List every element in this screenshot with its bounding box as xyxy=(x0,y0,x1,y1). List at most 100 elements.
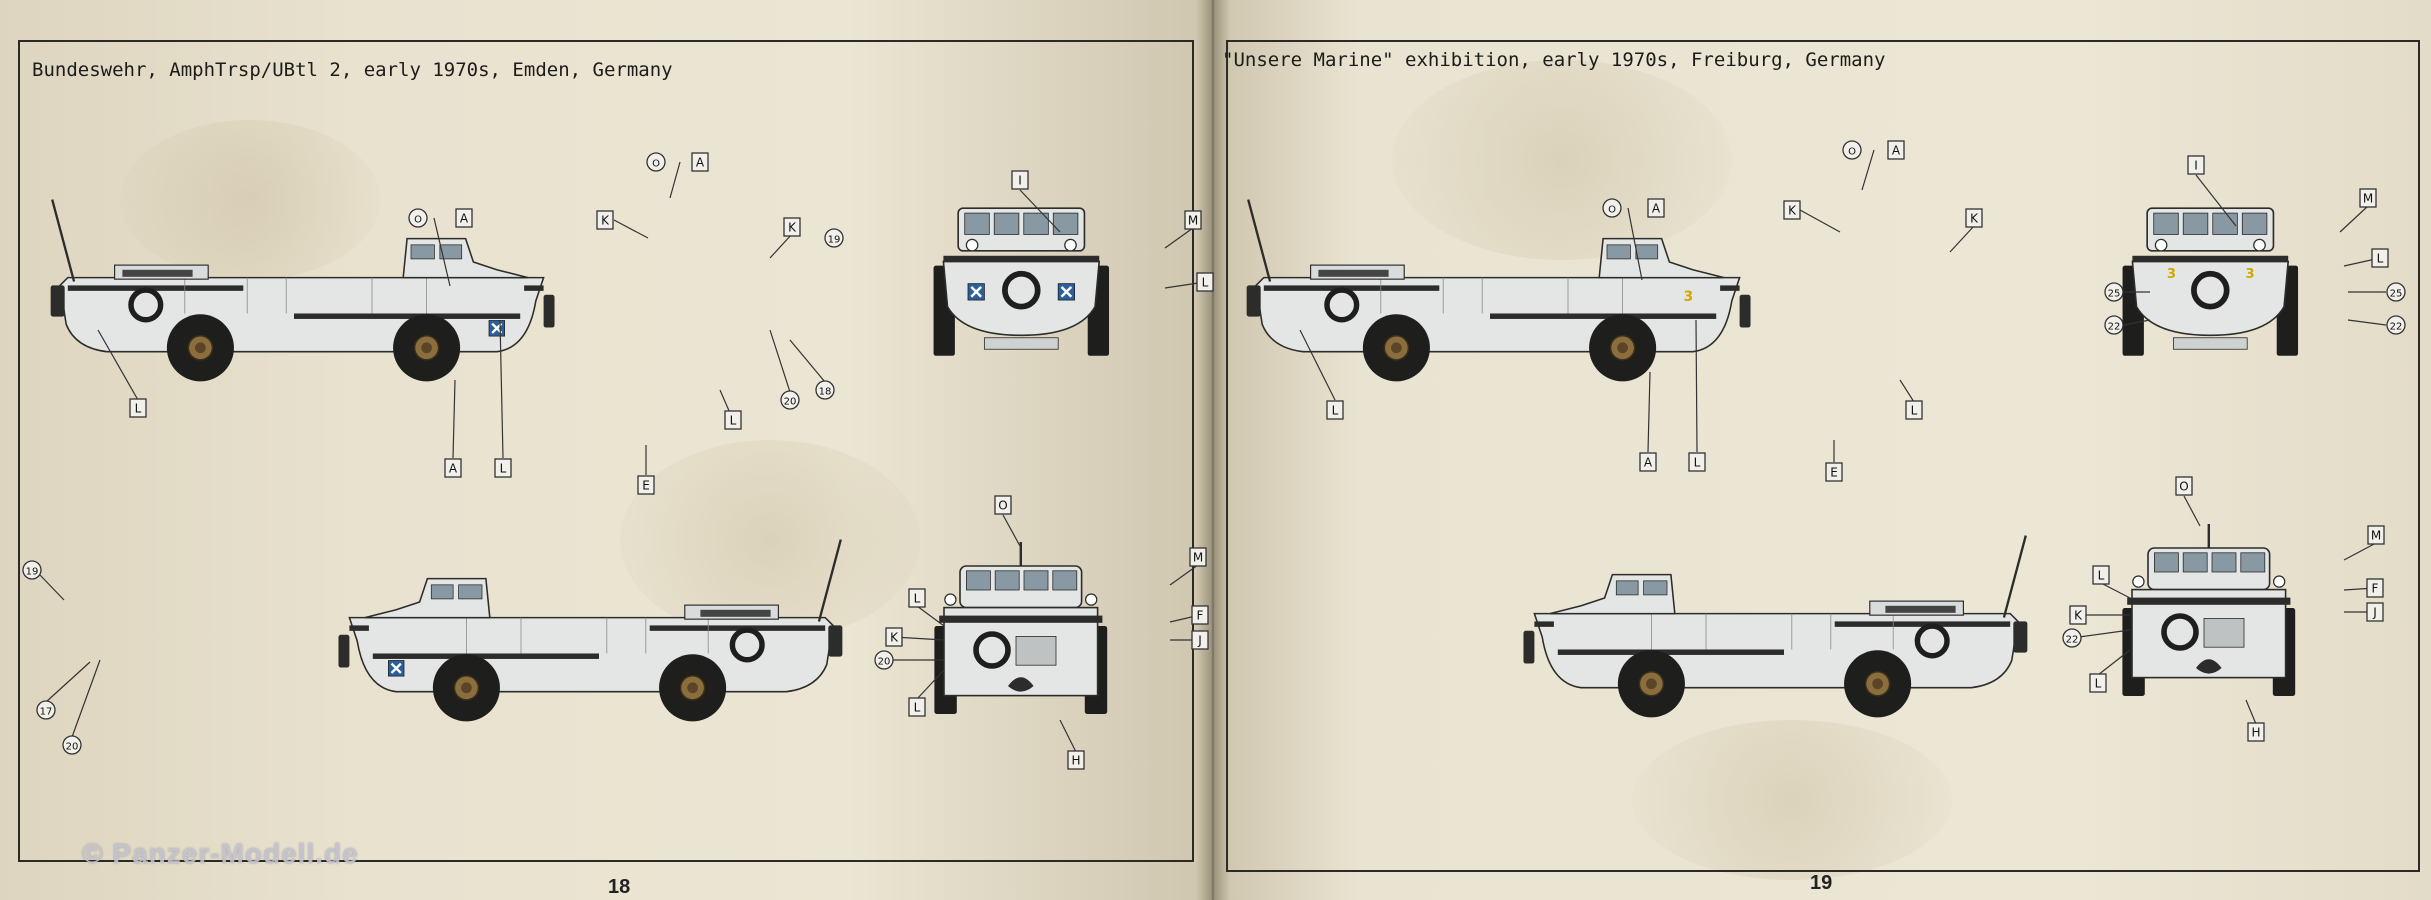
cab-window xyxy=(410,244,435,260)
callout-label: 20 xyxy=(784,397,797,408)
rear-view xyxy=(934,541,1108,714)
rear-window xyxy=(2240,552,2266,573)
rear-window xyxy=(2211,552,2237,573)
callout-marker xyxy=(691,152,709,172)
callout-label: 19 xyxy=(828,235,841,246)
callout-label: L xyxy=(1694,456,1701,470)
callout-marker xyxy=(637,475,655,495)
bumper xyxy=(1246,285,1261,317)
engine-grille xyxy=(122,269,193,277)
leader-line xyxy=(1647,371,1651,453)
callout-marker xyxy=(2247,722,2265,742)
callout-marker xyxy=(1011,170,1029,190)
bumper xyxy=(1523,630,1535,664)
cab-window xyxy=(1615,580,1639,596)
callout-marker xyxy=(1887,140,1905,160)
paper-stain xyxy=(120,120,380,280)
callout-label: 20 xyxy=(66,742,79,753)
callout-label: M xyxy=(1193,551,1203,565)
rear-light xyxy=(2132,575,2145,588)
rub-rail xyxy=(1557,649,1784,655)
callout-marker xyxy=(129,398,147,418)
callout-marker xyxy=(2366,602,2384,622)
anchor-emblem-cross xyxy=(390,662,402,674)
rear-light xyxy=(1085,593,1098,606)
callout-label: K xyxy=(1788,204,1797,218)
side-view-right: 3 xyxy=(1246,199,1751,382)
rub-rail xyxy=(1490,313,1717,319)
leader-line xyxy=(1695,319,1698,453)
callout-marker xyxy=(408,208,428,228)
leader-line xyxy=(452,379,456,459)
callout-label: L xyxy=(1911,404,1918,418)
callout-marker xyxy=(2386,282,2406,302)
headlight xyxy=(965,238,979,252)
callout-label: A xyxy=(1652,202,1661,216)
rub-rail xyxy=(67,285,244,291)
rear-window xyxy=(1023,570,1049,591)
callout-marker xyxy=(1189,547,1207,567)
callout-label: M xyxy=(2371,529,2381,543)
propeller xyxy=(2196,659,2222,674)
page-18-caption: Bundeswehr, AmphTrsp/UBtl 2, early 1970s… xyxy=(32,59,673,81)
callout-marker xyxy=(1184,210,1202,230)
callout-label: M xyxy=(2363,192,2373,206)
callout-marker xyxy=(2367,525,2385,545)
bumper xyxy=(338,634,350,668)
rub-rail xyxy=(349,625,369,631)
callout-label: A xyxy=(1892,144,1901,158)
wheel-center xyxy=(1872,678,1883,690)
callout-marker xyxy=(908,588,926,608)
callout-label: L xyxy=(135,402,142,416)
leader-line xyxy=(1019,189,1061,233)
callout-marker xyxy=(780,390,800,410)
cab-window xyxy=(1643,580,1668,596)
leader-line xyxy=(1164,227,1194,249)
propeller xyxy=(1008,677,1034,692)
callout-marker xyxy=(36,700,56,720)
cab-window xyxy=(1606,244,1631,260)
callout-marker xyxy=(22,560,42,580)
leader-line xyxy=(1861,149,1875,191)
leader-line xyxy=(2100,582,2131,599)
yellow-number-decal: 3 xyxy=(1683,289,1693,305)
callout-marker xyxy=(874,650,894,670)
leader-line xyxy=(1059,719,1077,753)
callout-label: E xyxy=(1830,466,1838,480)
callout-marker xyxy=(994,495,1012,515)
anchor-emblem-cross xyxy=(970,286,982,298)
windshield-pane xyxy=(1052,212,1079,235)
leader-line xyxy=(97,329,139,401)
rub-rail xyxy=(524,285,544,291)
callout-marker xyxy=(1196,272,1214,292)
bumper xyxy=(2013,621,2028,653)
callout-marker xyxy=(1905,400,1923,420)
callout-label: A xyxy=(460,212,469,226)
callout-marker xyxy=(1842,140,1862,160)
callout-marker xyxy=(724,410,742,430)
spare-wheel xyxy=(1914,623,1950,659)
callout-label: 17 xyxy=(40,707,53,718)
callout-label: O xyxy=(998,499,1007,513)
page-18-frame xyxy=(18,40,1194,862)
callout-marker xyxy=(1783,200,1801,220)
rear-rail xyxy=(939,615,1103,623)
leader-line xyxy=(1949,225,1975,253)
callout-marker xyxy=(1688,452,1706,472)
hull-front xyxy=(942,260,1101,337)
side-view-right xyxy=(50,199,555,382)
yellow-number-decal: 3 xyxy=(2167,267,2176,282)
callout-marker xyxy=(783,217,801,237)
callout-label: K xyxy=(601,214,610,228)
wheel-center xyxy=(421,342,432,354)
wheel-center xyxy=(461,682,472,694)
callout-label: L xyxy=(2095,677,2102,691)
leader-line xyxy=(71,659,101,738)
callout-marker xyxy=(2386,315,2406,335)
callout-marker xyxy=(2104,282,2124,302)
headlight xyxy=(2154,238,2168,252)
engine-grille xyxy=(1885,605,1956,613)
rear-light xyxy=(944,593,957,606)
